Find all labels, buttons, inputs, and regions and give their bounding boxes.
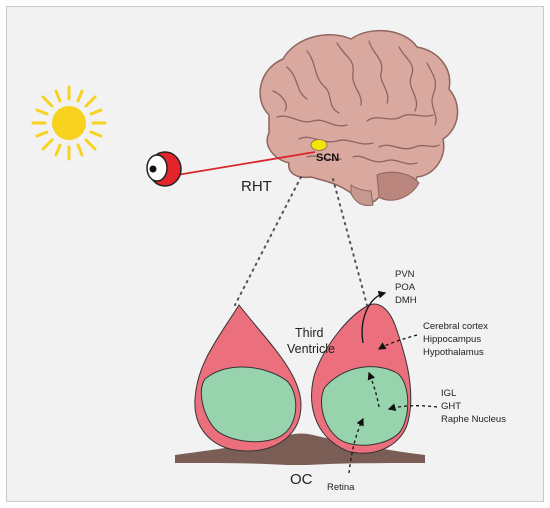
input-raphe-nucleus: Raphe Nucleus [441,414,506,425]
outputs-list: PVN POA DMH [395,269,417,306]
output-pvn: PVN [395,269,415,280]
pathway-arrows [348,290,438,474]
eye-icon [146,151,316,187]
input-hypothalamus: Hypothalamus [423,347,484,358]
diagram-frame: SCN RHT Third Ventricle OC [6,6,544,502]
output-arrow [361,290,387,344]
zoom-lines [234,176,368,306]
left-scn-nucleus [194,304,302,452]
input-ght: GHT [441,401,461,412]
retina-label: Retina [327,482,355,493]
brain-icon [259,29,459,206]
igl-arrow [387,403,438,411]
oc-label: OC [290,471,313,488]
inputs-mid-list: Cerebral cortex Hippocampus Hypothalamus [423,321,488,358]
input-igl: IGL [441,388,456,399]
scn-diagram: SCN RHT Third Ventricle OC [31,29,506,493]
scn-label: SCN [316,152,339,164]
optic-chiasm [175,433,425,465]
rht-label: RHT [241,178,272,195]
cortex-arrow [377,334,418,350]
sun-icon [31,85,107,161]
inputs-low-list: IGL GHT Raphe Nucleus [441,388,506,425]
output-dmh: DMH [395,295,417,306]
input-cerebral-cortex: Cerebral cortex [423,321,488,332]
output-poa: POA [395,282,416,293]
internal-arrow [367,371,380,408]
right-scn-nucleus [311,303,412,454]
input-hippocampus: Hippocampus [423,334,481,345]
scn-marker [310,139,328,151]
third-ventricle-label-line1: Third [295,326,324,340]
third-ventricle-label-line2: Ventricle [287,342,335,356]
